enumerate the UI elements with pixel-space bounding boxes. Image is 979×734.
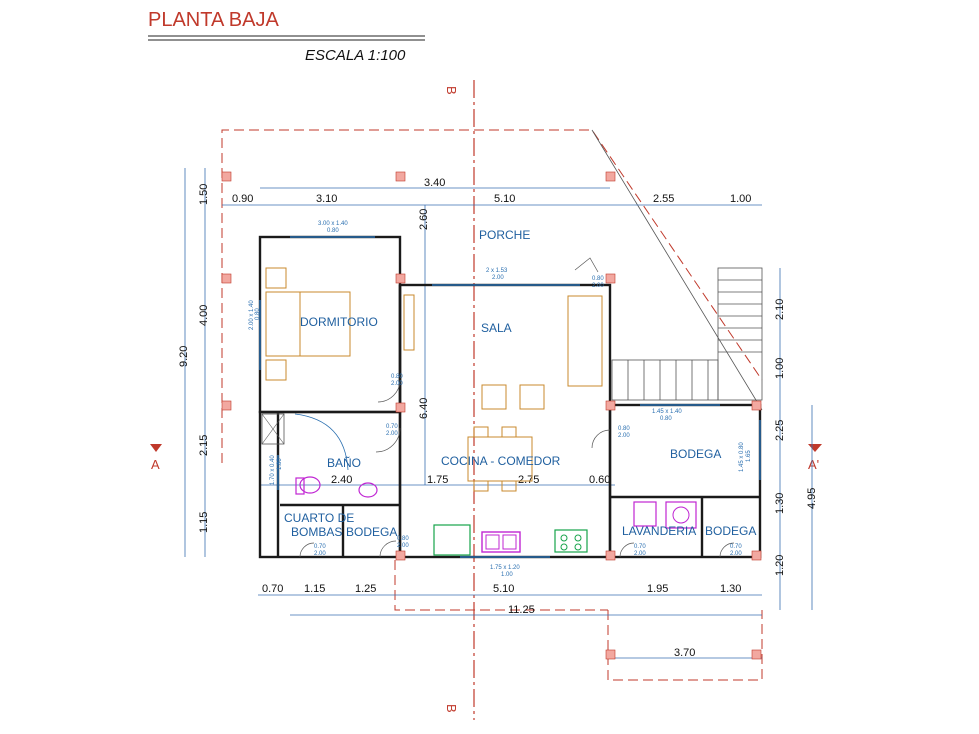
door-dorm-width: 0.80 — [391, 374, 403, 380]
room-bodega-main: BODEGA — [670, 447, 721, 461]
bodega-left-door-height: 2.00 — [397, 543, 409, 549]
dim-left-115: 1.15 — [198, 512, 210, 533]
lav-door-height: 2.00 — [634, 551, 646, 557]
bombas-door-width: 0.70 — [314, 544, 326, 550]
kitchen-fixtures — [433, 501, 697, 556]
dim-inner-260: 2.60 — [418, 209, 430, 230]
dim-bot-070: 0.70 — [262, 583, 283, 595]
dim-bot-195: 1.95 — [647, 583, 668, 595]
bombas-door-height: 2.00 — [314, 551, 326, 557]
section-b-top: B — [444, 86, 459, 95]
dim-left-400: 4.00 — [198, 305, 210, 326]
sala-win-size: 2 x 1.53 — [486, 268, 508, 274]
dim-top-255: 2.55 — [653, 193, 674, 205]
dim-left-920: 9.20 — [178, 346, 190, 367]
dim-right-120: 1.20 — [774, 555, 786, 576]
door-bano-width: 0.70 — [386, 424, 398, 430]
v1-left-size: 2.00 x 1.40 — [249, 300, 255, 330]
dim-mid-175: 1.75 — [427, 474, 448, 486]
section-b-bottom: B — [444, 704, 459, 713]
dim-right-100: 1.00 — [774, 358, 786, 379]
door-dorm-height: 2.00 — [391, 381, 403, 387]
bodega-right-door-height: 2.00 — [730, 551, 742, 557]
bodega-door-height: 2.00 — [618, 433, 630, 439]
room-porche: PORCHE — [479, 228, 530, 242]
dim-bot-125: 1.25 — [355, 583, 376, 595]
plan-title: PLANTA BAJA — [148, 9, 279, 31]
v1-top-size: 3.00 x 1.40 — [318, 221, 348, 227]
room-sala: SALA — [481, 321, 512, 335]
v1-left-sill: 0.80 — [255, 308, 261, 320]
v3-bano-size: 1.70 x 0.40 — [270, 455, 276, 485]
bodega-win-sill: 0.80 — [660, 416, 672, 422]
roof-diagonal — [591, 129, 763, 411]
dim-right-210: 2.10 — [774, 299, 786, 320]
furniture — [265, 267, 603, 492]
dimension-lines — [184, 168, 813, 659]
room-bano: BAÑO — [327, 456, 361, 470]
dim-left-150: 1.50 — [198, 184, 210, 205]
room-lavanderia: LAVANDERIA — [622, 524, 696, 538]
dim-right-225: 2.25 — [774, 420, 786, 441]
section-a-right: A' — [808, 457, 819, 472]
room-dormitorio: DORMITORIO — [300, 315, 378, 329]
bodega-left-door-width: 0.80 — [397, 536, 409, 542]
dim-right-130: 1.30 — [774, 493, 786, 514]
v3-bano-sill: 1.80 — [277, 458, 283, 470]
room-cocina-comedor: COCINA - COMEDOR — [441, 454, 561, 468]
dim-right-495: 4.95 — [806, 488, 818, 509]
section-a-arrow-right — [808, 444, 822, 452]
dim-top-310: 3.10 — [316, 193, 337, 205]
section-a-arrow-left — [150, 444, 162, 452]
bodega-win-size: 1.45 x 1.40 — [652, 409, 682, 415]
bathroom-fixtures — [261, 413, 378, 498]
dim-bot-370: 3.70 — [674, 647, 695, 659]
columns — [221, 171, 762, 660]
dim-top-510: 5.10 — [494, 193, 515, 205]
dim-bot-115: 1.15 — [304, 583, 325, 595]
dim-inner-640: 6.40 — [418, 398, 430, 419]
dim-bot-130: 1.30 — [720, 583, 741, 595]
dim-left-215: 2.15 — [198, 435, 210, 456]
sala-win-sill: 2.00 — [492, 275, 504, 281]
bodega-door-width: 0.80 — [618, 426, 630, 432]
lav-door-width: 0.70 — [634, 544, 646, 550]
section-a-left: A — [151, 457, 160, 472]
bodega-side-sill: 1.65 — [746, 450, 752, 462]
cocina-win-size: 1.75 x 1.20 — [490, 565, 520, 571]
room-bodega-small-left: BODEGA — [346, 525, 397, 539]
roof-outline — [221, 129, 763, 681]
dim-mid-275: 2.75 — [518, 474, 539, 486]
room-cuarto-bombas-line1: CUARTO DE — [284, 511, 354, 525]
door-bano-height: 2.00 — [386, 431, 398, 437]
dim-mid-060: 0.60 — [589, 474, 610, 486]
bodega-right-door-width: 0.70 — [730, 544, 742, 550]
room-bodega-small-right: BODEGA — [705, 524, 756, 538]
dim-bot-510: 5.10 — [493, 583, 514, 595]
room-cuarto-bombas-line2: BOMBAS — [291, 525, 342, 539]
dim-bot-1125: 11.25 — [508, 604, 535, 616]
cocina-win-sill: 1.00 — [501, 572, 513, 578]
dim-mid-240: 2.40 — [331, 474, 352, 486]
door-porch-height: 2.00 — [592, 283, 604, 289]
bodega-side-size: 1.45 x 0.80 — [739, 442, 745, 472]
windows — [259, 236, 761, 558]
stairs — [611, 267, 763, 401]
dim-top-100: 1.00 — [730, 193, 751, 205]
v1-top-sill: 0.80 — [327, 228, 339, 234]
dim-top-340: 3.40 — [424, 177, 445, 189]
door-swings — [299, 257, 735, 558]
scale-label: ESCALA 1:100 — [305, 47, 406, 64]
door-porch-width: 0.80 — [592, 276, 604, 282]
dim-top-090: 0.90 — [232, 193, 253, 205]
